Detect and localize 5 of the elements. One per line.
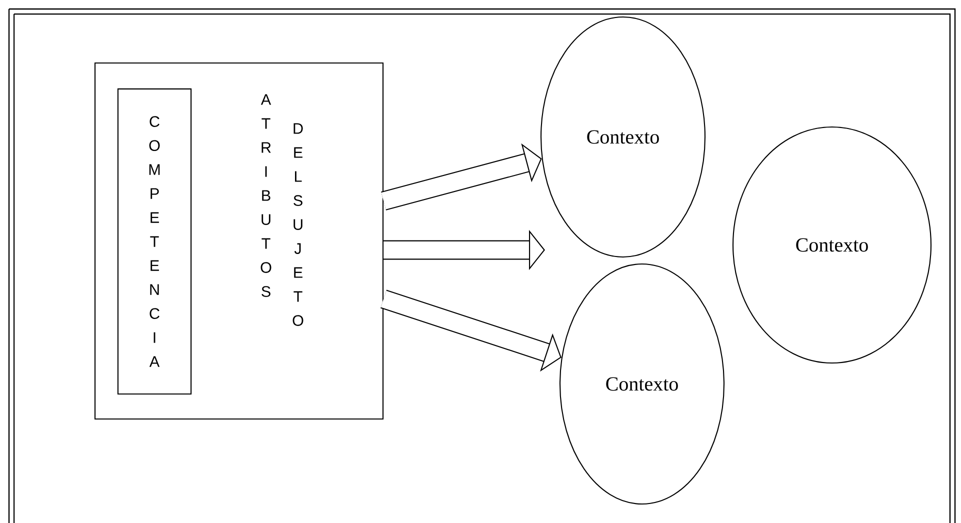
outer-box [94,62,384,420]
vertical-label: DEL SUJETO [292,123,304,326]
block-arrow [381,143,542,210]
text-box: COMPETENCIA [117,88,192,395]
vertical-label: ATRIBUTOS [260,94,272,297]
